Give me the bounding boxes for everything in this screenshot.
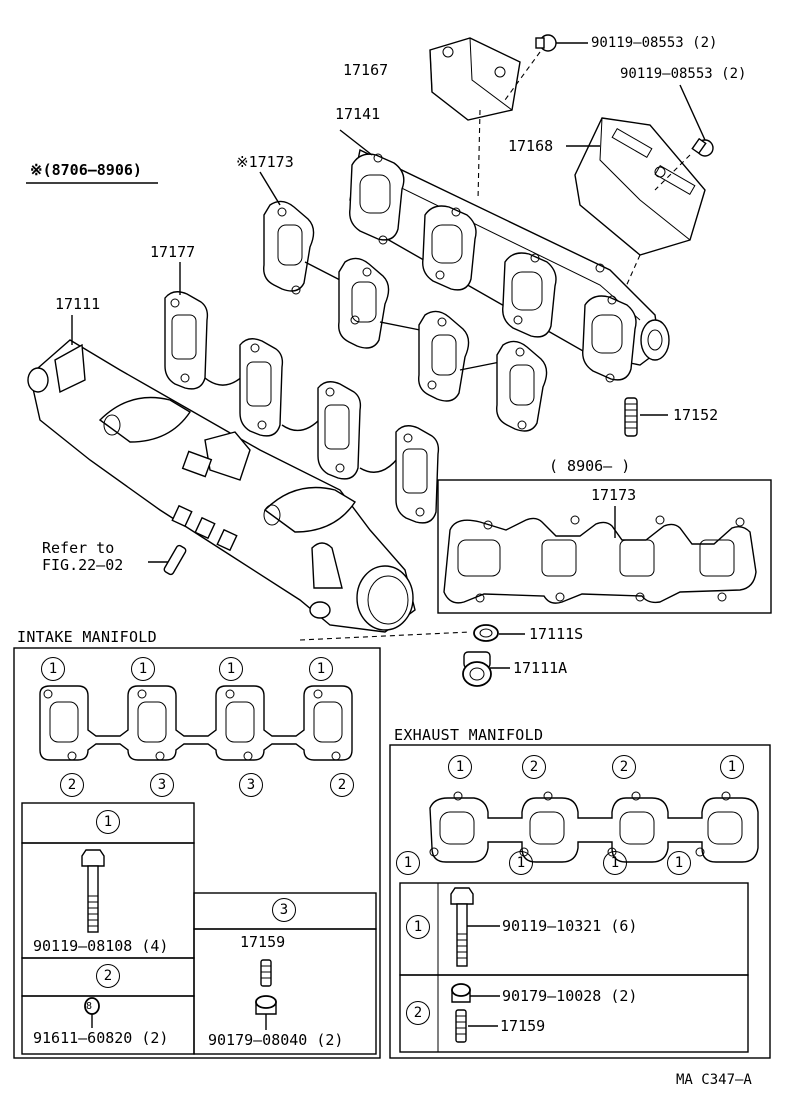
exhaust-legend-2-nut: 90179–10028 (2) xyxy=(502,987,638,1005)
label-17152: 17152 xyxy=(673,406,719,424)
gasket-17173-early xyxy=(263,200,548,432)
intake-bottom-mark-2: 3 xyxy=(150,773,174,797)
stud-17159-exhaust xyxy=(455,1009,498,1043)
exhaust-bottom-mark-4: 1 xyxy=(667,851,691,875)
stud-17159-intake xyxy=(255,959,277,1030)
exhaust-bottom-mark-3: 1 xyxy=(603,851,627,875)
footer-code: MA C347–A xyxy=(676,1072,752,1088)
intake-gasket-schematic xyxy=(39,685,353,761)
bolt-90119-08108 xyxy=(81,849,105,933)
washer-17111S xyxy=(473,624,525,642)
label-17168: 17168 xyxy=(508,137,554,155)
stud-refer-fig22 xyxy=(148,544,187,576)
exhaust-title: EXHAUST MANIFOLD xyxy=(394,726,544,744)
label-17111: 17111 xyxy=(55,295,101,313)
intake-manifold-17111 xyxy=(27,339,416,633)
exhaust-top-mark-4: 1 xyxy=(720,755,744,779)
exhaust-manifold-17141 xyxy=(349,148,670,383)
refer-line2: FIG.22–02 xyxy=(42,556,124,574)
exhaust-legend-2-mark: 2 xyxy=(406,1001,430,1025)
refer-line1: Refer to xyxy=(42,539,115,557)
label-17177: 17177 xyxy=(150,243,196,261)
exhaust-gasket-schematic xyxy=(429,791,759,863)
intake-legend-2-part: 91611–60820 (2) xyxy=(33,1029,169,1047)
exhaust-bottom-mark-2: 1 xyxy=(509,851,533,875)
label-17111A: 17111A xyxy=(513,659,568,677)
washer-mark: 8 xyxy=(86,1001,93,1012)
intake-legend-3-nut: 90179–08040 (2) xyxy=(208,1031,344,1049)
intake-top-mark-3: 1 xyxy=(219,657,243,681)
intake-box xyxy=(13,647,381,1059)
intake-top-mark-4: 1 xyxy=(309,657,333,681)
exhaust-legend-1-part: 90119–10321 (6) xyxy=(502,917,638,935)
exhaust-legend-1-mark: 1 xyxy=(406,915,430,939)
label-17111S: 17111S xyxy=(529,625,584,643)
late-gasket-box xyxy=(437,479,772,614)
label-bolt-top2: 90119–08553 (2) xyxy=(620,66,747,82)
period-note: ※(8706–8906) xyxy=(30,161,142,179)
intake-bottom-mark-3: 3 xyxy=(239,773,263,797)
bolt-90119-08553-a xyxy=(535,34,588,52)
intake-legend-2-mark: 2 xyxy=(96,964,120,988)
intake-legend-3-body xyxy=(193,928,377,1055)
intake-bottom-mark-1: 2 xyxy=(60,773,84,797)
exhaust-top-mark-2: 2 xyxy=(522,755,546,779)
plug-17111A xyxy=(462,651,510,687)
label-bolt-top1: 90119–08553 (2) xyxy=(591,35,718,51)
bolt-90119-10321 xyxy=(450,887,500,967)
bolt-90119-08553-b xyxy=(679,84,714,157)
intake-legend-1-mark: 1 xyxy=(96,810,120,834)
heat-insulator-17168 xyxy=(574,117,706,256)
label-17167: 17167 xyxy=(343,61,389,79)
exhaust-legend-2 xyxy=(399,974,749,1053)
intake-bottom-mark-4: 2 xyxy=(330,773,354,797)
intake-legend-1-part: 90119–08108 (4) xyxy=(33,937,169,955)
gasket-17173-late xyxy=(443,515,757,604)
label-17173-early: ※17173 xyxy=(236,153,294,171)
exhaust-box xyxy=(389,744,771,1059)
intake-title: INTAKE MANIFOLD xyxy=(17,628,157,646)
exhaust-top-mark-3: 2 xyxy=(612,755,636,779)
intake-top-mark-2: 1 xyxy=(131,657,155,681)
intake-legend-3-mark: 3 xyxy=(272,898,296,922)
nut-90179-10028 xyxy=(451,983,500,1003)
intake-legend-3-stud: 17159 xyxy=(240,933,286,951)
exhaust-top-mark-1: 1 xyxy=(448,755,472,779)
label-17173-late: 17173 xyxy=(591,486,637,504)
washer-91611-60820 xyxy=(84,997,100,1028)
exhaust-bottom-mark-1: 1 xyxy=(396,851,420,875)
exhaust-legend-2-stud: 17159 xyxy=(500,1017,546,1035)
intake-top-mark-1: 1 xyxy=(41,657,65,681)
heat-insulator-17167 xyxy=(429,37,521,121)
stud-17152 xyxy=(624,397,668,437)
gasket-17177 xyxy=(164,291,440,524)
label-17141: 17141 xyxy=(335,105,381,123)
late-period-label: ( 8906– ) xyxy=(549,457,631,475)
